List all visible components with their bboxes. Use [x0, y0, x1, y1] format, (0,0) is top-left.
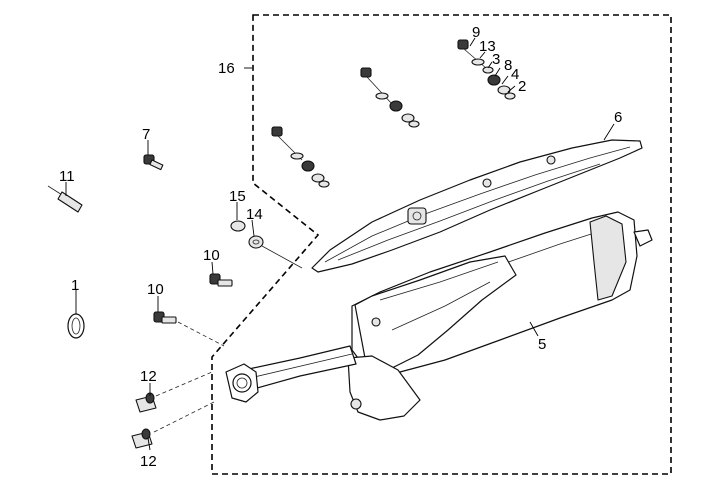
heat-shield-part [311, 139, 643, 273]
callout-7: 7 [142, 126, 150, 143]
callout-10-lower: 10 [147, 281, 164, 298]
bolt-part-10-upper [209, 273, 233, 287]
callout-2: 2 [518, 78, 526, 95]
callout-16: 16 [218, 60, 235, 77]
callout-9: 9 [472, 24, 480, 41]
callout-4: 4 [511, 66, 519, 83]
exhaust-pipe-part [225, 345, 357, 403]
callout-6: 6 [614, 109, 622, 126]
callout-10-upper: 10 [203, 247, 220, 264]
nut-part-14 [248, 235, 303, 269]
callout-12-upper: 12 [140, 368, 157, 385]
mounting-hardware-stacks [271, 39, 516, 188]
nut-part-12-upper [135, 371, 213, 413]
callout-14: 14 [246, 206, 263, 223]
callout-13: 13 [479, 38, 496, 55]
gasket-part-1 [67, 313, 85, 339]
bolt-part-10-lower [153, 311, 225, 347]
callout-8: 8 [504, 57, 512, 74]
assembly-16-boundary [211, 14, 672, 475]
muffler-part [347, 211, 653, 421]
callout-15: 15 [229, 188, 246, 205]
callout-5: 5 [538, 336, 546, 353]
nut-part-12-lower [131, 401, 215, 449]
leader-lines [65, 37, 615, 451]
bolt-part-7 [143, 154, 164, 171]
callout-1: 1 [71, 277, 79, 294]
callout-11: 11 [59, 168, 75, 185]
callout-12-lower: 12 [140, 453, 157, 470]
callout-3: 3 [492, 51, 500, 68]
stud-part-11 [47, 185, 83, 213]
washer-part-15 [230, 220, 246, 232]
